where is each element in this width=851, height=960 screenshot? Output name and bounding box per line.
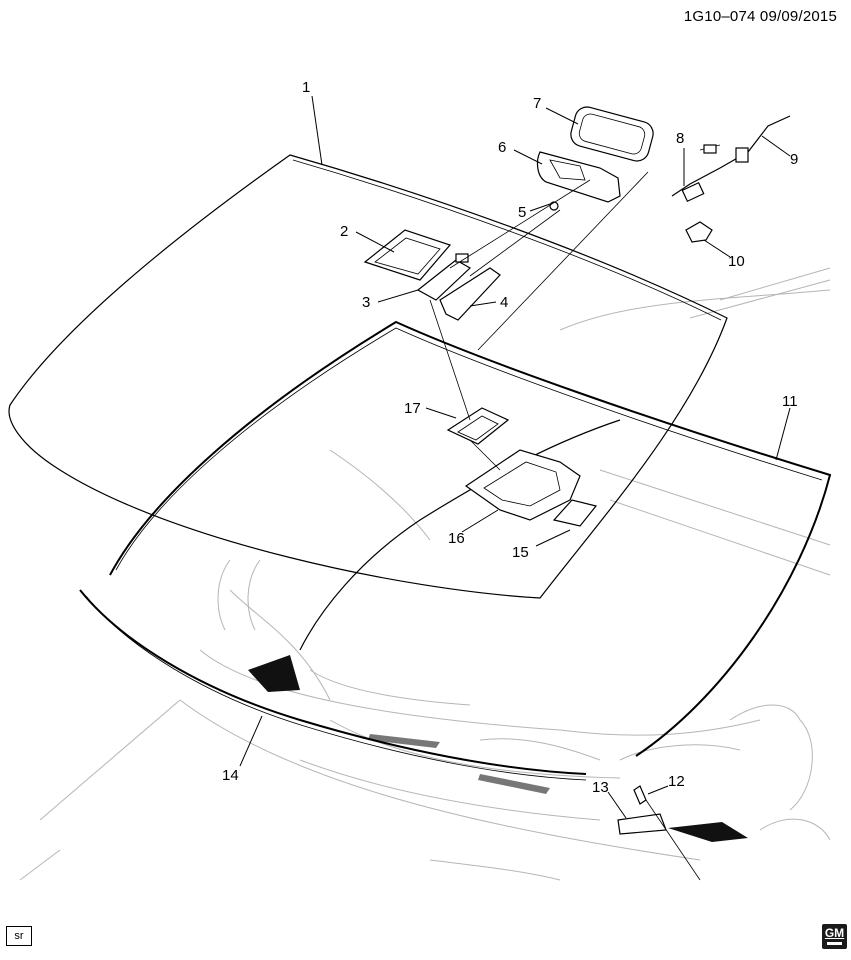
car-body-background xyxy=(19,267,831,881)
callout-10: 10 xyxy=(728,253,745,270)
callout-2: 2 xyxy=(340,223,348,240)
gm-logo: GM xyxy=(822,924,847,949)
windshield-upper-molding-inner xyxy=(115,327,823,571)
harness-clip-part xyxy=(685,221,713,243)
callout-8: 8 xyxy=(676,130,684,147)
molding-cowl-edge xyxy=(299,419,621,651)
sensor-housing-part xyxy=(464,449,581,521)
callout-14: 14 xyxy=(222,767,239,784)
callout-12: 12 xyxy=(668,773,685,790)
callout-6: 6 xyxy=(498,139,506,156)
callout-7: 7 xyxy=(533,95,541,112)
callout-1: 1 xyxy=(302,79,310,96)
callout-3: 3 xyxy=(362,294,370,311)
right-cowl-trim xyxy=(668,822,748,842)
windshield-upper-molding xyxy=(109,320,832,757)
assembly-guide-lines xyxy=(429,171,701,881)
left-cowl-trim xyxy=(248,655,300,692)
sensor-cover-clip-part xyxy=(552,499,598,527)
windshield-glass-edge xyxy=(292,159,722,321)
mirror-glass-part xyxy=(570,106,654,162)
cowl-grille-left xyxy=(368,734,440,748)
callout-13: 13 xyxy=(592,779,609,796)
callout-labels: 1 2 3 4 5 6 7 8 9 10 11 12 13 14 15 16 1… xyxy=(222,79,798,796)
sr-badge: sr xyxy=(6,926,32,946)
callout-16: 16 xyxy=(448,530,465,547)
mirror-mount-part xyxy=(416,253,472,301)
callout-4: 4 xyxy=(500,294,508,311)
callout-17: 17 xyxy=(404,400,421,417)
windshield-lower-molding xyxy=(79,589,587,775)
gm-logo-bar xyxy=(827,942,842,945)
callout-11: 11 xyxy=(782,393,798,410)
gm-logo-text: GM xyxy=(824,926,845,940)
windshield-lower-molding-inner xyxy=(85,595,587,781)
mirror-bracket-part xyxy=(363,229,452,281)
mirror-housing-part xyxy=(536,151,621,203)
mirror-screw-part xyxy=(549,201,559,211)
cowl-screw-part xyxy=(633,785,647,805)
callout-5: 5 xyxy=(518,204,526,221)
windshield-glass xyxy=(8,154,728,599)
cowl-grille-right xyxy=(478,774,550,794)
mirror-harness-part xyxy=(671,115,791,203)
mirror-mount-cover-part xyxy=(439,267,501,321)
diagram-code-date: 1G10–074 09/09/2015 xyxy=(683,8,837,25)
callout-15: 15 xyxy=(512,544,529,561)
sensor-bracket-part xyxy=(446,407,510,445)
callout-9: 9 xyxy=(790,151,798,168)
callout-leaders xyxy=(239,95,791,819)
